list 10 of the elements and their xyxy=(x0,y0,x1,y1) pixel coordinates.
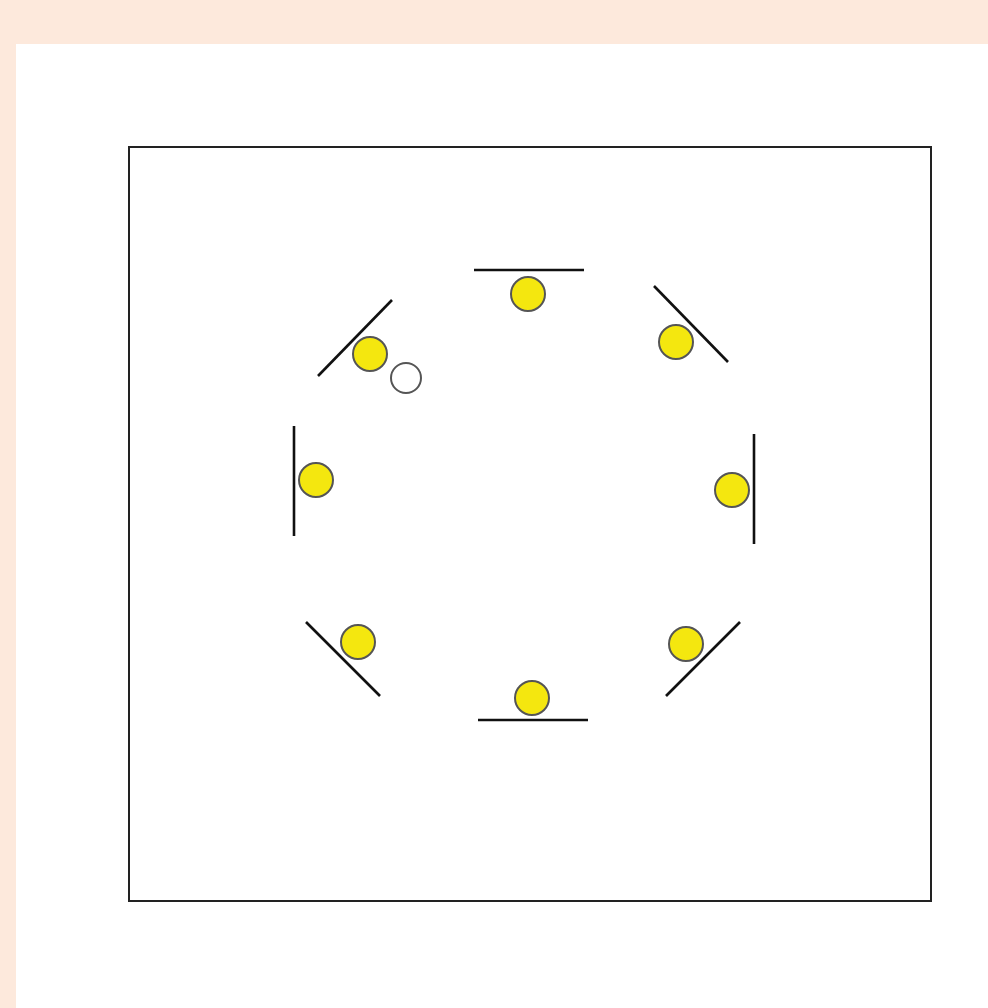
frame-border xyxy=(128,146,932,902)
ball xyxy=(714,472,750,508)
small-ball xyxy=(390,362,422,394)
ball xyxy=(658,324,694,360)
ball xyxy=(514,680,550,716)
ball xyxy=(510,276,546,312)
ball xyxy=(340,624,376,660)
ball xyxy=(298,462,334,498)
ball xyxy=(668,626,704,662)
ball xyxy=(352,336,388,372)
